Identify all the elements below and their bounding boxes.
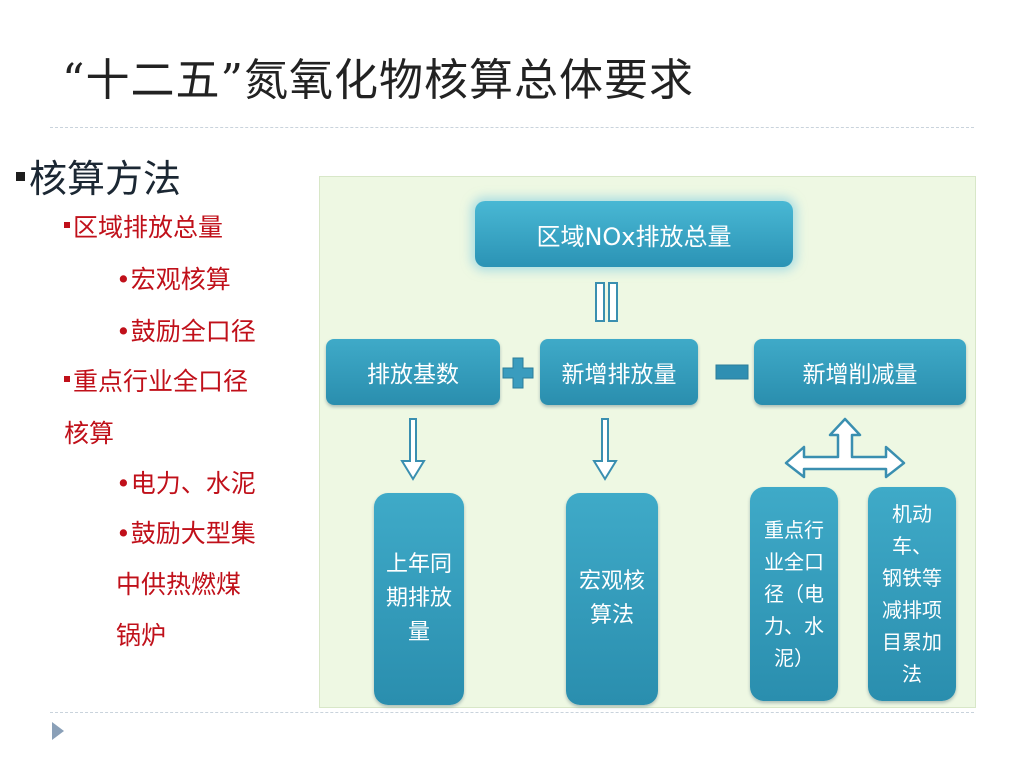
box-line: 机动车、 bbox=[892, 502, 932, 558]
box-line: 算法 bbox=[589, 603, 634, 628]
box-line: 量 bbox=[407, 620, 430, 645]
box-line: 宏观核 bbox=[578, 569, 645, 594]
outline-item-5: 核算 bbox=[64, 419, 115, 448]
box-line: 业全口 bbox=[764, 550, 824, 574]
outline-item-8: 中供热燃煤 bbox=[116, 570, 242, 599]
triangle-right-icon[interactable] bbox=[52, 722, 64, 740]
box-line: 重点行 bbox=[764, 518, 824, 542]
base-method-box: 上年同 期排放 量 bbox=[374, 493, 464, 705]
outline-item-6: •电力、水泥 bbox=[116, 469, 256, 498]
reduced-method-b-box: 机动车、 钢铁等 减排项 目累加 法 bbox=[868, 487, 956, 701]
base-emission-box: 排放基数 bbox=[326, 339, 500, 405]
box-line: 钢铁等 bbox=[882, 566, 942, 590]
box-line: 目累加 bbox=[882, 630, 942, 654]
footer-divider bbox=[50, 712, 974, 713]
reduced-method-a-box: 重点行 业全口 径（电 力、水 泥） bbox=[750, 487, 838, 701]
square-bullet-icon bbox=[64, 376, 70, 382]
equals-icon bbox=[595, 282, 618, 322]
minus-icon bbox=[715, 364, 749, 380]
nox-accounting-diagram: 区域NOx排放总量 排放基数 新增排放量 新增削减量 上年同 期排放 量 宏观核… bbox=[319, 176, 976, 708]
box-line: 径（电 bbox=[764, 582, 824, 606]
total-emission-box: 区域NOx排放总量 bbox=[475, 201, 793, 267]
outline-item-9: 锅炉 bbox=[116, 621, 167, 650]
box-line: 期排放 bbox=[385, 586, 452, 611]
outline-item-1: 区域排放总量 bbox=[64, 208, 223, 244]
square-bullet-icon bbox=[16, 172, 25, 181]
section-heading: 核算方法 bbox=[16, 148, 181, 203]
outline-item-text: 区域排放总量 bbox=[73, 213, 224, 242]
down-arrow-icon bbox=[400, 418, 426, 481]
box-line: 减排项 bbox=[882, 598, 942, 622]
added-emission-box: 新增排放量 bbox=[540, 339, 698, 405]
title-divider bbox=[50, 127, 974, 128]
square-bullet-icon bbox=[64, 222, 70, 228]
outline-item-3: •鼓励全口径 bbox=[116, 317, 256, 346]
outline-item-text: 重点行业全口径 bbox=[73, 367, 249, 396]
split-arrow-icon bbox=[784, 417, 906, 479]
slide-title: “十二五”氮氧化物核算总体要求 bbox=[62, 55, 694, 106]
plus-icon bbox=[502, 357, 534, 389]
box-line: 上年同 bbox=[385, 552, 452, 577]
box-line: 力、水 bbox=[764, 614, 824, 638]
down-arrow-icon bbox=[592, 418, 618, 481]
reduced-emission-box: 新增削减量 bbox=[754, 339, 966, 405]
outline-item-4: 重点行业全口径 bbox=[64, 362, 248, 398]
outline-item-2: •宏观核算 bbox=[116, 265, 231, 294]
box-line: 法 bbox=[902, 662, 922, 686]
box-line: 泥） bbox=[774, 646, 814, 670]
outline-item-7: •鼓励大型集 bbox=[116, 519, 256, 548]
added-method-box: 宏观核 算法 bbox=[566, 493, 658, 705]
section-heading-text: 核算方法 bbox=[29, 157, 182, 201]
